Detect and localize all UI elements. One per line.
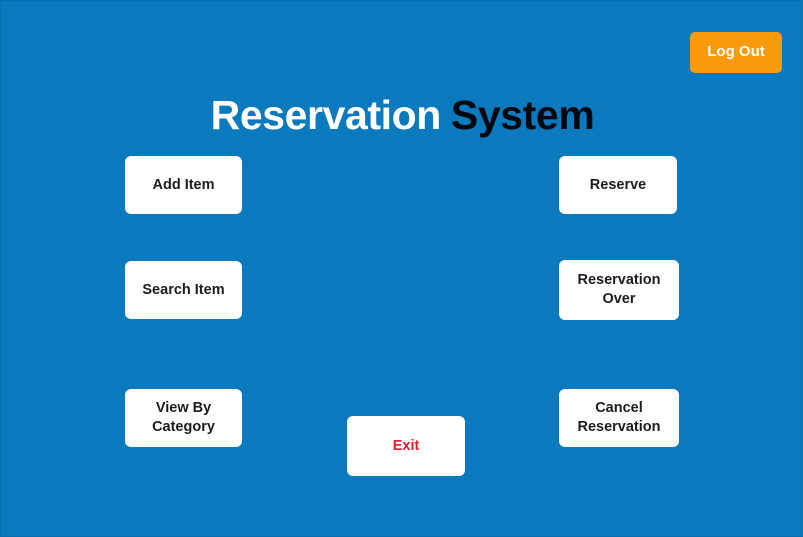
log-out-button[interactable]: Log Out	[690, 32, 782, 73]
reservation-over-button-label-line1: Reservation	[577, 272, 661, 288]
exit-button-label-line1: Exit	[392, 437, 420, 454]
cancel-reservation-button-label-line2: Reservation	[577, 419, 661, 435]
reservation-over-button-label: Reservation Over	[577, 271, 660, 309]
search-item-button-label-line1: Search Item	[142, 281, 225, 298]
view-by-category-button[interactable]: View By Category	[125, 389, 242, 447]
reservation-over-button-label-line2: Over	[602, 291, 636, 307]
add-item-button-label: Add Item	[152, 176, 214, 195]
view-by-category-button-label-line2: Category	[152, 419, 215, 435]
cancel-reservation-button[interactable]: Cancel Reservation	[559, 389, 679, 447]
search-item-button-label: Search Item	[142, 281, 224, 300]
page-title-secondary: System	[450, 92, 595, 139]
search-item-button[interactable]: Search Item	[125, 261, 242, 319]
cancel-reservation-button-label-line1: Cancel	[595, 400, 643, 416]
add-item-button-label-line1: Add Item	[152, 176, 215, 193]
reserve-button-label-line1: Reserve	[589, 176, 647, 193]
reserve-button-label: Reserve	[590, 176, 646, 195]
exit-button[interactable]: Exit	[347, 416, 465, 476]
add-item-button[interactable]: Add Item	[125, 156, 242, 214]
view-by-category-button-label-line1: View By	[155, 400, 212, 416]
reserve-button[interactable]: Reserve	[559, 156, 677, 214]
exit-button-label: Exit	[393, 437, 420, 456]
view-by-category-button-label: View By Category	[152, 399, 215, 437]
cancel-reservation-button-label: Cancel Reservation	[577, 399, 660, 437]
page-title-primary: Reservation	[210, 92, 442, 139]
reservation-over-button[interactable]: Reservation Over	[559, 260, 679, 320]
